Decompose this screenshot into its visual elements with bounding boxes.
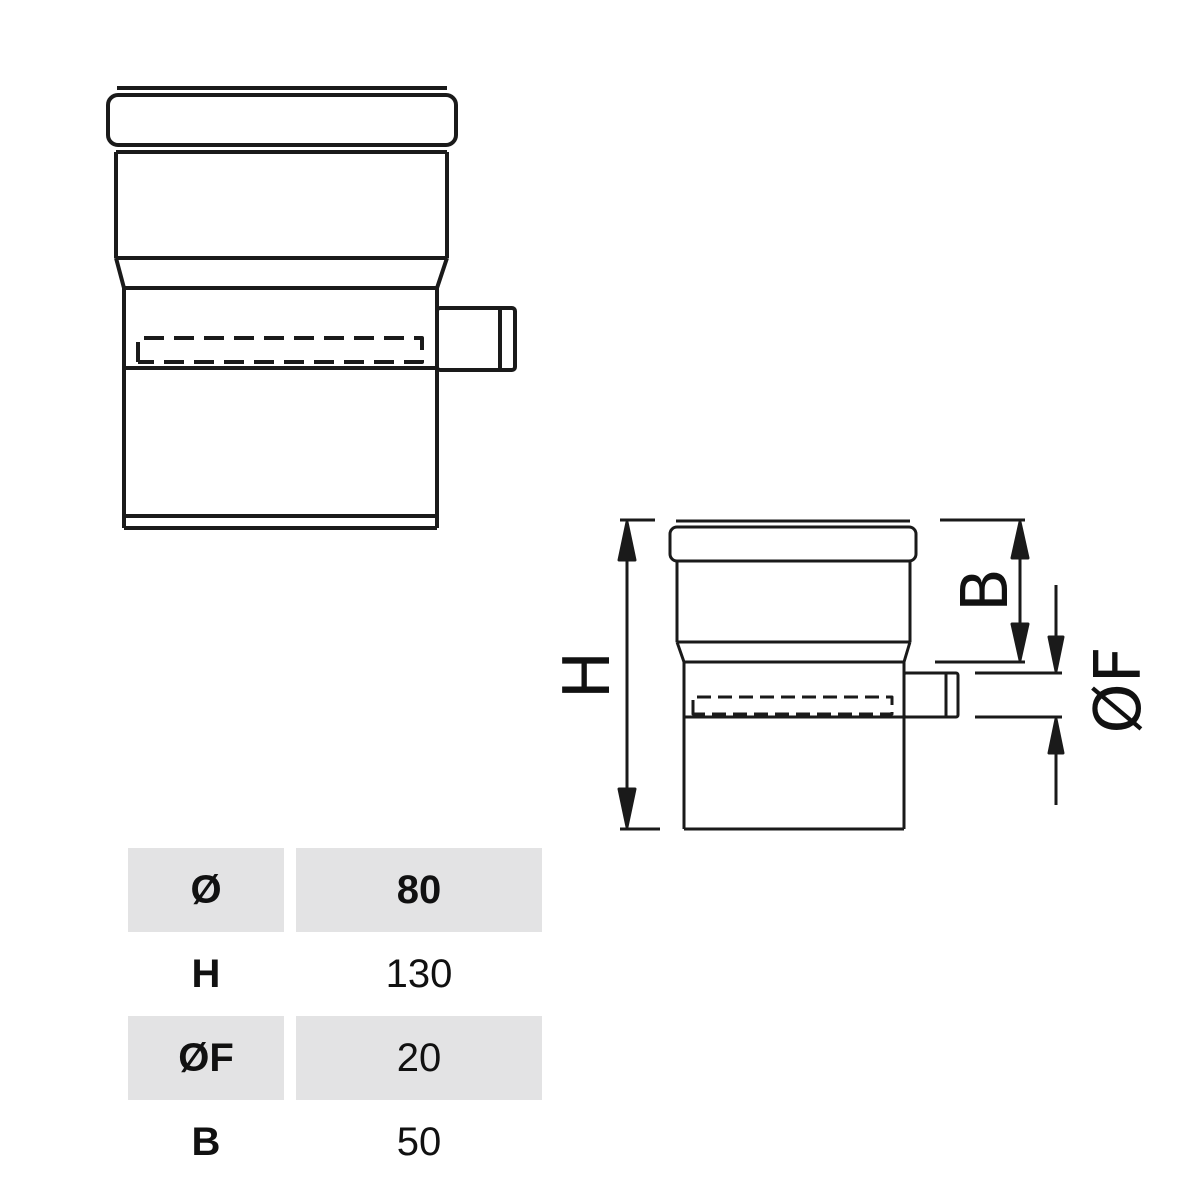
small-taper-sides [675,641,912,663]
table-row: B 50 [128,1100,542,1184]
drain-nozzle [435,306,517,372]
small-hidden-groove [691,695,894,716]
table-value-cell: 130 [385,951,453,996]
f-dimension-label: ØF [1082,646,1156,733]
table-key-cell: B [191,1119,221,1164]
table-value-cell: 20 [296,1016,542,1100]
table-value-cell: 50 [396,1119,442,1164]
b-dimension-label: B [949,568,1023,612]
spec-table: Ø 80 H 130 ØF 20 B 50 [116,848,554,1184]
large-pipe-view [106,86,517,530]
f-arrow-top [1047,635,1065,673]
small-drain-nozzle [902,671,960,719]
table-key-cell: Ø [128,848,284,932]
table-value-cell: 80 [296,848,542,932]
small-socket-ring [668,525,918,563]
table-key-cell: H [191,951,221,996]
table-row: ØF 20 [128,1016,542,1100]
h-arrow-top [617,520,637,562]
taper-sides [114,257,449,289]
b-arrow-bottom [1010,622,1030,662]
table-row: H 130 [128,932,542,1016]
small-lower-sides [682,662,906,829]
b-arrow-top [1010,520,1030,560]
h-dimension-label: H [551,651,625,699]
table-row: Ø 80 [128,848,542,932]
lower-pipe-sides [122,288,439,528]
f-arrow-bottom [1047,717,1065,755]
socket-ring [106,93,458,147]
hidden-groove [136,336,424,364]
dimensioned-view [617,518,1065,831]
h-arrow-bottom [617,787,637,829]
socket-body [114,152,449,258]
small-socket-body [675,561,912,642]
table-key-cell: ØF [128,1016,284,1100]
